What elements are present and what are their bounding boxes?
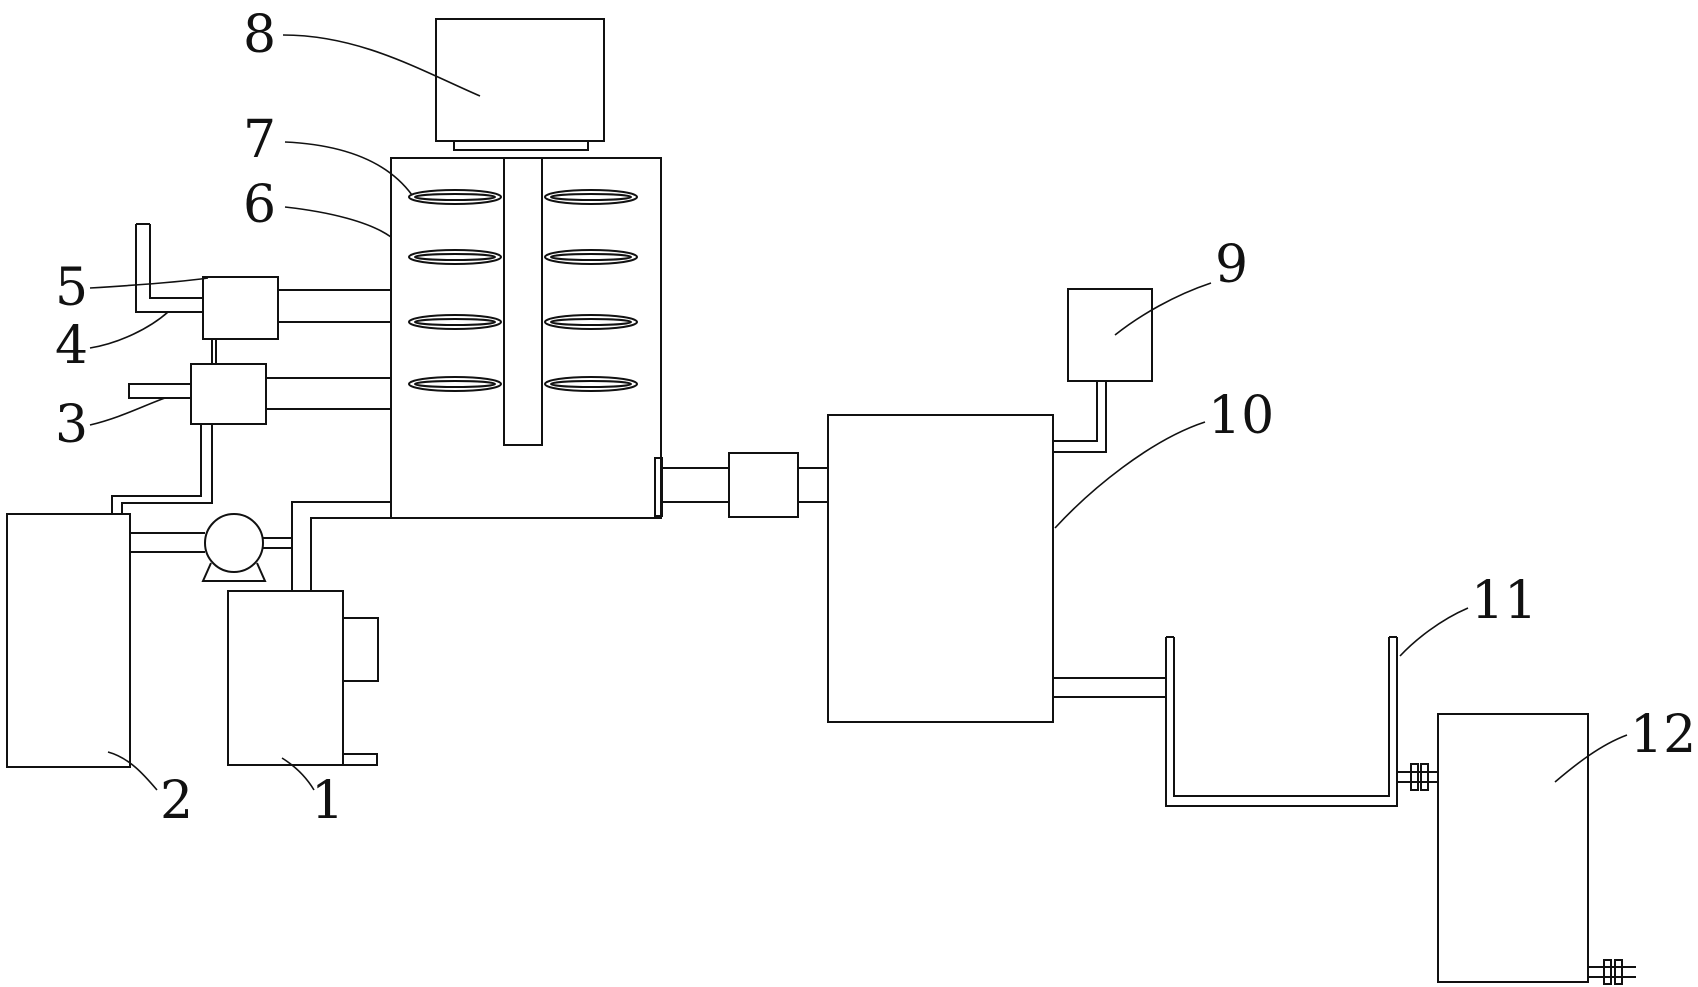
leader-10 <box>1054 421 1206 529</box>
leader-8 <box>282 34 481 97</box>
part-10-vessel <box>827 414 1054 723</box>
label-11: 11 <box>1471 571 1537 631</box>
part-3-lower-valve <box>128 363 267 425</box>
tank-outlet-flange <box>654 457 663 517</box>
tank-to-filter-pipe <box>662 467 828 503</box>
part-8-motor <box>435 18 605 151</box>
label-4: 4 <box>55 316 88 376</box>
label-10: 10 <box>1208 386 1274 446</box>
label-5: 5 <box>55 258 88 318</box>
part-7-agitator <box>408 157 638 446</box>
pump <box>201 513 267 582</box>
tank12-drain <box>1588 959 1636 985</box>
tray-to-tank-connector <box>1397 763 1438 791</box>
leader-4 <box>89 311 169 349</box>
part-12-receiving-tank <box>1437 713 1589 983</box>
leader-12 <box>1554 734 1628 783</box>
feedbox-to-tank-pipe <box>291 501 391 591</box>
part-1-feed-box <box>227 590 379 766</box>
inline-valve <box>728 452 799 518</box>
label-2: 2 <box>160 771 193 831</box>
leader-lines <box>89 34 1628 791</box>
part-9-dosing-box <box>1067 288 1153 382</box>
label-12: 12 <box>1630 705 1696 765</box>
valve-to-tank-pipes <box>211 289 391 410</box>
leader-3 <box>89 397 166 426</box>
label-7: 7 <box>243 110 276 170</box>
leader-11 <box>1399 607 1469 657</box>
part-11-tray <box>1165 636 1398 807</box>
label-3: 3 <box>55 395 88 455</box>
leader-2 <box>107 751 158 791</box>
leader-9 <box>1114 282 1212 336</box>
part-2-storage-tank <box>6 513 131 768</box>
dosing-pipe <box>1053 381 1107 453</box>
leader-6 <box>284 206 392 238</box>
part-6-mixing-tank <box>390 157 662 519</box>
leader-7 <box>284 141 413 196</box>
label-9: 9 <box>1215 235 1248 295</box>
label-6: 6 <box>243 175 276 235</box>
reference-numerals: 8 7 6 5 4 3 2 1 9 10 11 12 <box>55 5 1696 831</box>
part-4-5-upper-valve <box>135 223 279 340</box>
label-8: 8 <box>243 5 276 65</box>
leader-1 <box>281 757 315 791</box>
valve-to-tank2-pipe <box>111 424 213 514</box>
pump-pipes <box>130 532 292 553</box>
vessel-to-tray-pipe <box>1053 677 1166 698</box>
leader-5 <box>89 277 209 289</box>
label-1: 1 <box>311 771 344 831</box>
